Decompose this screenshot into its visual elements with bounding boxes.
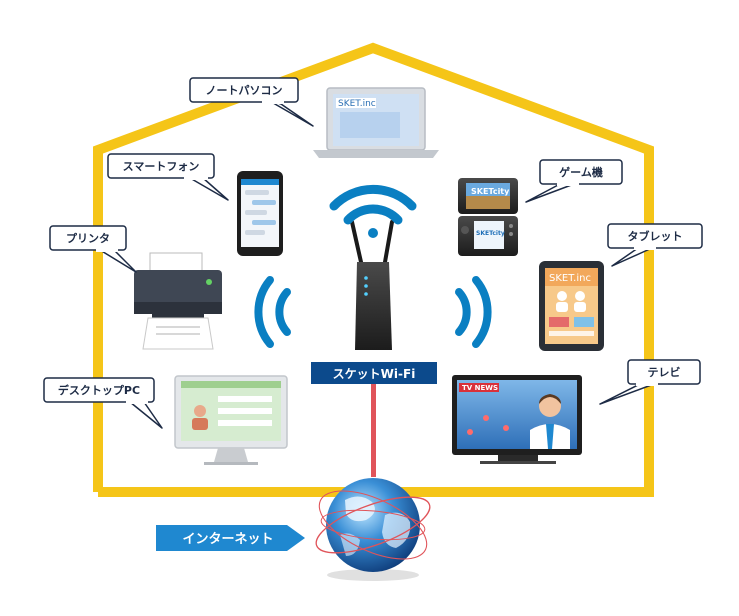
- smartphone-label-text: スマートフォン: [123, 160, 200, 173]
- laptop-label-text: ノートパソコン: [206, 84, 283, 97]
- globe-icon: [315, 478, 431, 581]
- laptop-label-bubble: ノートパソコン: [189, 77, 314, 127]
- tv-screen-text: TV NEWS: [462, 384, 498, 392]
- tv-icon: TV NEWS: [452, 375, 582, 464]
- game-console-icon: SKETcity SKETcity: [458, 178, 518, 256]
- printer-label-bubble: プリンタ: [49, 225, 137, 273]
- tablet-label-bubble: タブレット: [607, 223, 703, 267]
- tablet-screen-text: SKET.inc: [549, 273, 591, 284]
- smartphone-label-bubble: スマートフォン: [107, 153, 229, 201]
- internet-label: インターネット: [156, 525, 305, 551]
- printer-icon: [134, 252, 222, 350]
- game-top-screen-text: SKETcity: [471, 187, 510, 196]
- game-console-label-bubble: ゲーム機: [525, 159, 623, 203]
- router-icon: [350, 220, 394, 350]
- router-label-text: スケットWi-Fi: [333, 367, 416, 381]
- tablet-label-text: タブレット: [628, 229, 683, 243]
- game-bottom-screen-text: SKETcity: [476, 230, 505, 237]
- tv-label-bubble: テレビ: [599, 359, 701, 405]
- game-console-label-text: ゲーム機: [559, 165, 603, 179]
- router-label: スケットWi-Fi: [311, 362, 437, 384]
- printer-label-text: プリンタ: [66, 231, 110, 245]
- desktop-pc-label-text: デスクトップPC: [58, 383, 140, 397]
- tv-label-text: テレビ: [648, 365, 681, 379]
- smartphone-icon: [237, 171, 283, 256]
- network-cable: [371, 377, 376, 477]
- desktop-pc-icon: [174, 375, 288, 465]
- laptop-icon: SKET.inc: [313, 87, 439, 158]
- wifi-wave-right-icon: [455, 276, 492, 348]
- laptop-screen-text: SKET.inc: [338, 99, 376, 109]
- wifi-wave-left-icon: [254, 276, 291, 348]
- tablet-icon: SKET.inc: [539, 261, 604, 351]
- wifi-wave-top-icon: [329, 184, 417, 238]
- internet-label-text: インターネット: [182, 532, 273, 547]
- desktop-pc-label-bubble: デスクトップPC: [43, 377, 163, 429]
- house-outline: [93, 42, 654, 497]
